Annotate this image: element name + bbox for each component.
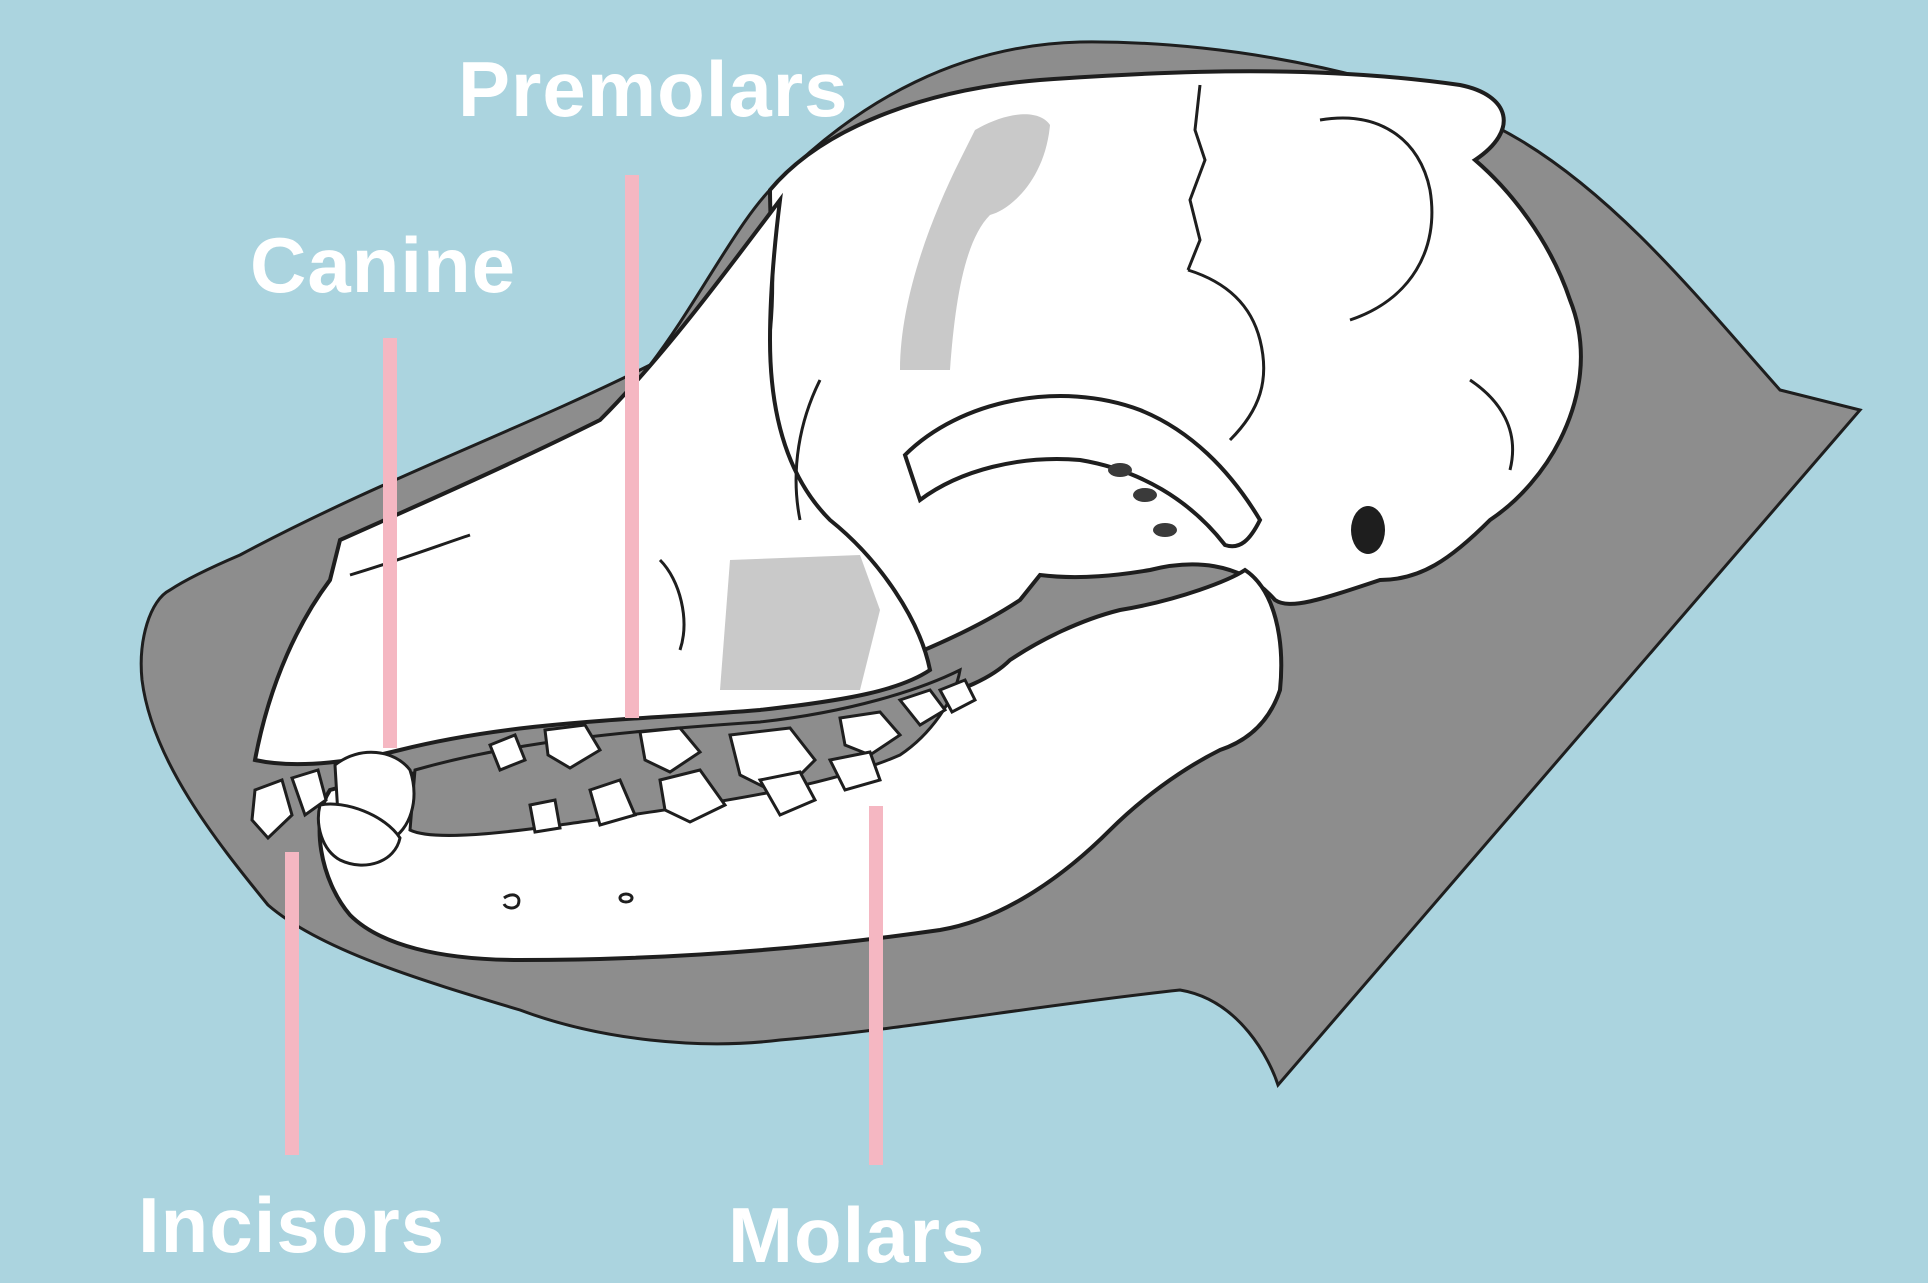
tooth [638, 726, 703, 774]
skull-contour-lines [349, 84, 1515, 651]
tooth [588, 778, 638, 827]
foramen-mark [1133, 488, 1157, 502]
upper-teeth [488, 678, 978, 797]
tooth [528, 798, 562, 834]
label-canine: Canine [250, 221, 517, 309]
nasal-contour [658, 558, 686, 651]
label-incisors: Incisors [138, 1181, 446, 1269]
label-molars: Molars [728, 1191, 986, 1279]
ear-canal [1351, 506, 1385, 554]
incisor-tooth [250, 778, 294, 841]
orbit-contour [794, 379, 822, 521]
tooth [897, 688, 948, 727]
front-teeth [250, 750, 416, 867]
foramen-marks [1108, 463, 1177, 537]
foramen-mark [1108, 463, 1132, 477]
foramen-mark [1153, 523, 1177, 537]
zygomatic-arch [902, 394, 1263, 549]
tooth [543, 723, 603, 770]
temporal-contour [1319, 116, 1434, 322]
cranial-suture [1186, 84, 1207, 271]
tooth [827, 750, 882, 792]
occipital-contour [1469, 378, 1515, 471]
shaded-region-upper [900, 114, 1050, 371]
mandible-foramina [502, 892, 634, 910]
incisor-tooth [290, 768, 328, 818]
tooth [937, 678, 978, 715]
cranial-contour [1187, 268, 1266, 442]
shaded-region-middle [720, 555, 880, 690]
lower-teeth [528, 750, 882, 834]
snout-top-edge [349, 533, 471, 577]
tooth [658, 768, 728, 824]
tooth [757, 770, 818, 817]
tooth [488, 733, 527, 772]
label-premolars: Premolars [458, 45, 849, 133]
foramen-outline [502, 893, 521, 910]
tooth [838, 710, 903, 757]
foramen-outline [618, 892, 634, 904]
leader-lines [285, 175, 883, 1165]
canine-tooth [316, 802, 402, 867]
